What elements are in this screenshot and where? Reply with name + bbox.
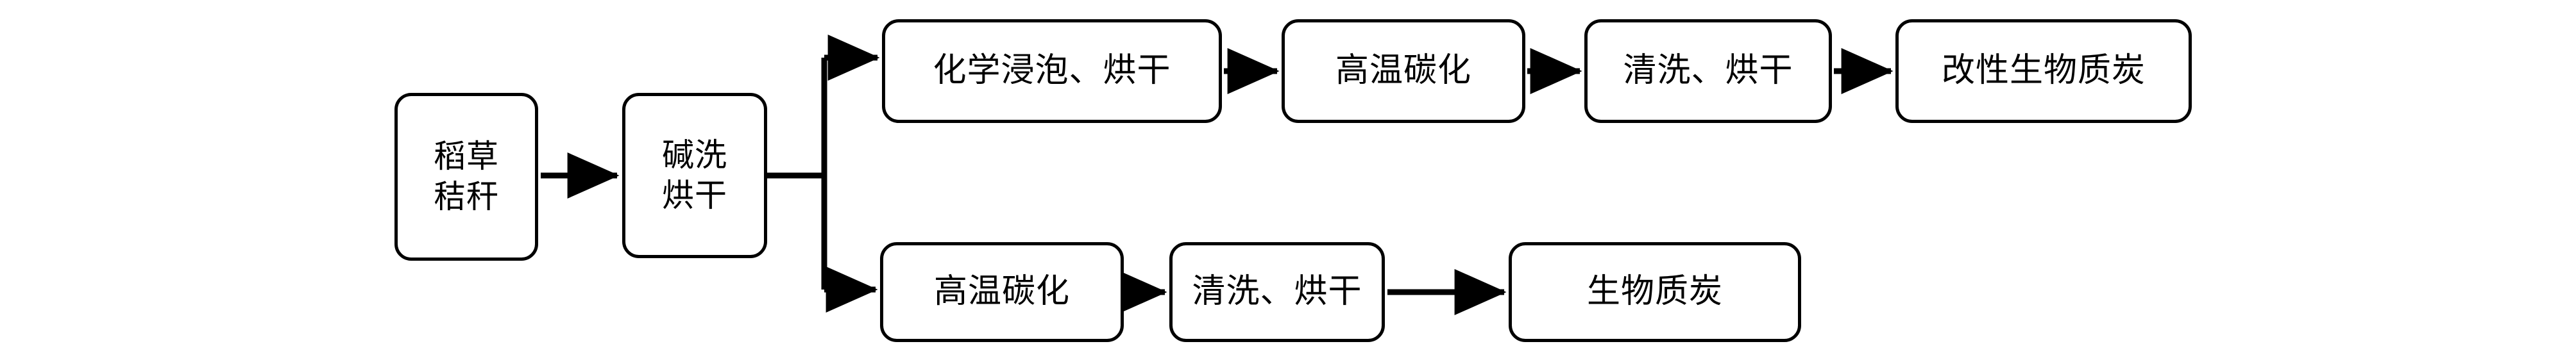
node-alkali-wash-dry-label: 碱洗 烘干 [662, 137, 727, 213]
node-raw-material-label: 稻草 秸秆 [434, 138, 499, 215]
node-carbonization-bottom[interactable]: 高温碳化 [880, 242, 1124, 342]
node-biochar[interactable]: 生物质炭 [1509, 242, 1801, 342]
node-chemical-soak-dry[interactable]: 化学浸泡、烘干 [882, 19, 1222, 123]
node-biochar-label: 生物质炭 [1586, 274, 1723, 311]
node-alkali-wash-dry[interactable]: 碱洗 烘干 [622, 93, 767, 258]
node-wash-dry-top[interactable]: 清洗、烘干 [1584, 19, 1832, 123]
node-chemical-soak-dry-label: 化学浸泡、烘干 [933, 53, 1171, 90]
node-wash-dry-bottom-label: 清洗、烘干 [1192, 274, 1362, 311]
node-carbonization-top-label: 高温碳化 [1335, 53, 1471, 90]
node-modified-biochar-label: 改性生物质炭 [1941, 53, 2146, 90]
node-carbonization-bottom-label: 高温碳化 [933, 274, 1070, 311]
node-wash-dry-bottom[interactable]: 清洗、烘干 [1169, 242, 1385, 342]
node-raw-material[interactable]: 稻草 秸秆 [394, 93, 538, 261]
node-modified-biochar[interactable]: 改性生物质炭 [1895, 19, 2192, 123]
node-wash-dry-top-label: 清洗、烘干 [1623, 53, 1793, 90]
node-carbonization-top[interactable]: 高温碳化 [1282, 19, 1525, 123]
